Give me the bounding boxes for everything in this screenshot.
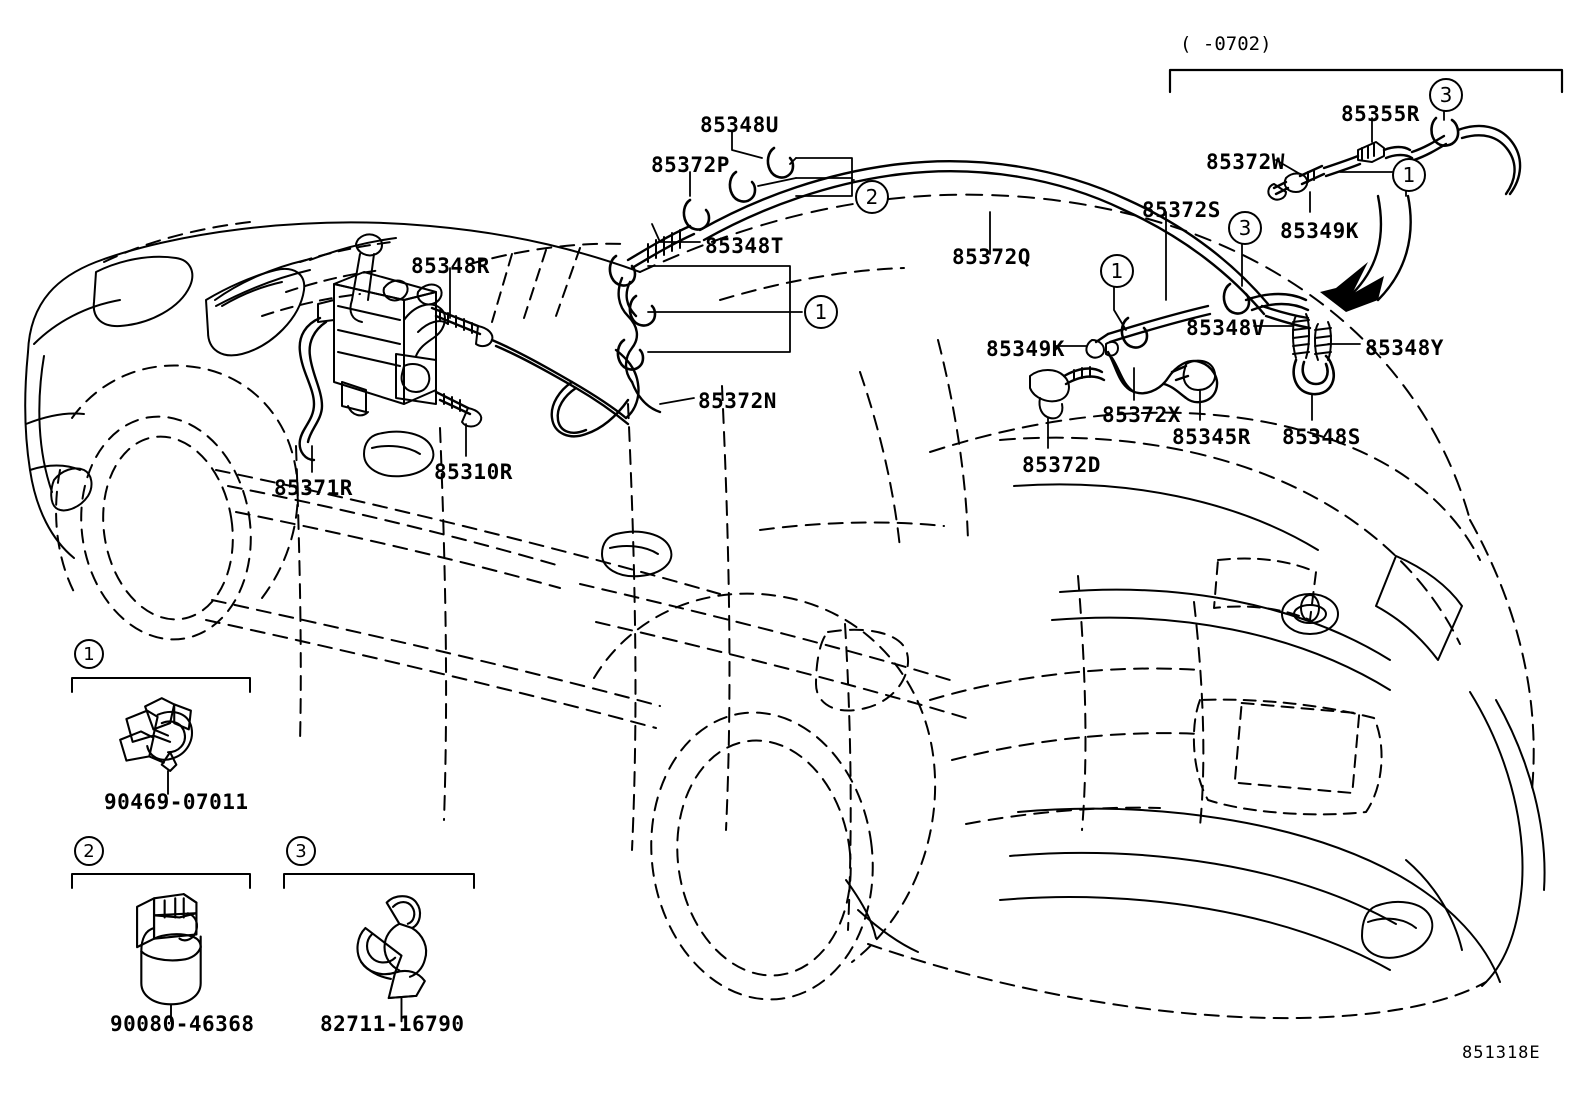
part-label-85349K-right: 85349K: [1280, 219, 1359, 243]
part-label-85372P: 85372P: [651, 153, 730, 177]
callout-1-inset: 1: [1392, 158, 1426, 192]
part-label-85348U: 85348U: [700, 113, 779, 137]
legend-callout-3: 3: [286, 836, 316, 866]
callout-3-inset: 3: [1429, 78, 1463, 112]
legend-part-number-3: 82711-16790: [320, 1012, 465, 1036]
callout-1-main: 1: [804, 295, 838, 329]
part-label-85348S: 85348S: [1282, 425, 1361, 449]
inset-date-note: ( -0702): [1180, 33, 1272, 55]
part-label-85348T: 85348T: [705, 234, 784, 258]
part-label-85372Q: 85372Q: [952, 245, 1031, 269]
part-label-85355R: 85355R: [1341, 102, 1420, 126]
diagram-code: 851318E: [1462, 1043, 1541, 1063]
part-label-85372N: 85372N: [698, 389, 777, 413]
part-label-85372X: 85372X: [1102, 403, 1181, 427]
legend-callout-1: 1: [74, 639, 104, 669]
part-label-85372W: 85372W: [1206, 150, 1285, 174]
callout-3-right: 3: [1228, 211, 1262, 245]
part-label-85349K-left: 85349K: [986, 337, 1065, 361]
legend-part-number-2: 90080-46368: [110, 1012, 255, 1036]
callout-2-main: 2: [855, 180, 889, 214]
part-label-85348V: 85348V: [1186, 316, 1265, 340]
part-label-85372D: 85372D: [1022, 453, 1101, 477]
part-label-85348Y: 85348Y: [1365, 336, 1444, 360]
part-label-85372S: 85372S: [1142, 198, 1221, 222]
part-label-85345R: 85345R: [1172, 425, 1251, 449]
part-label-85310R: 85310R: [434, 460, 513, 484]
callout-1-right: 1: [1100, 254, 1134, 288]
legend-callout-2: 2: [74, 836, 104, 866]
legend-part-number-1: 90469-07011: [104, 790, 249, 814]
part-label-85348R: 85348R: [411, 254, 490, 278]
part-label-85371R: 85371R: [274, 476, 353, 500]
